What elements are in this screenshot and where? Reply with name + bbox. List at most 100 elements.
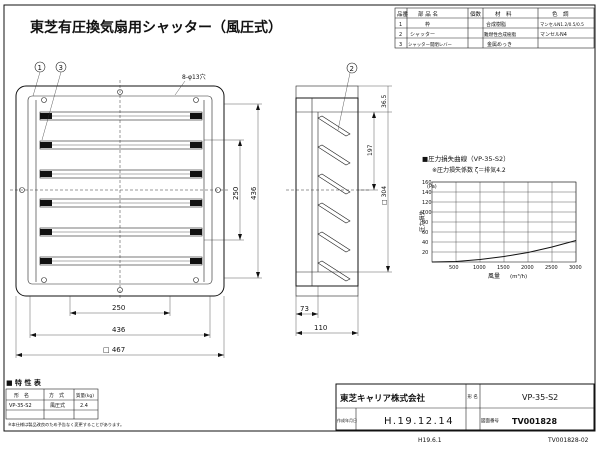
chart-x-tick: 3000 — [569, 265, 582, 271]
drawing-number-label: 図面番号 — [481, 417, 499, 424]
side-blade — [317, 231, 351, 253]
chart-series — [431, 240, 577, 263]
front-view: 1 3 8-φ13穴 436 250 250 — [10, 61, 262, 358]
chart-x-label: 風量 — [488, 273, 500, 280]
mounting-hole — [41, 277, 47, 283]
dim-front-height: 436 — [250, 186, 258, 200]
chart-y-tick: 80 — [422, 220, 428, 226]
parts-header-qty: 個数 — [470, 10, 482, 18]
chart-y-tick: 100 — [422, 210, 432, 216]
side-frame — [295, 97, 359, 287]
louver-hinge — [190, 258, 202, 264]
chart-x-tick: 2500 — [545, 265, 558, 271]
parts-row-1-material: 合成樹脂 — [486, 21, 506, 28]
louver-hinge — [40, 229, 52, 235]
side-view: 2 36.5 197 □ 304 73 110 — [286, 62, 392, 336]
spec-row-model: VP-35-S2 — [9, 403, 32, 409]
parts-row-3-material: 金属めっき — [487, 41, 512, 48]
side-blade — [317, 202, 351, 224]
dim-side-height: □ 304 — [381, 186, 388, 205]
side-blade — [317, 144, 351, 166]
model-name: VP-35-S2 — [522, 393, 558, 402]
company-name: 東芝キャリア株式会社 — [340, 393, 426, 404]
chart-grid — [431, 181, 577, 263]
parts-header-no: 品番 — [397, 11, 409, 18]
louver-hinge — [190, 229, 202, 235]
title-block: 東芝キャリア株式会社 形 名 VP-35-S2 作成年月日 H.19.12.14… — [335, 383, 595, 431]
holes-note: 8-φ13穴 — [182, 73, 206, 81]
chart-subtitle: ※圧力損失係数 ζ＝排気4.2 — [432, 166, 506, 174]
spec-note: ※本仕様は製品改良のため予告なく変更することがあります。 — [8, 421, 124, 428]
creation-date: H.19.12.14 — [384, 416, 454, 427]
dim-front-inner-height: 250 — [232, 187, 240, 200]
parts-header-color: 色 調 — [552, 10, 569, 18]
parts-row-2-no: 2 — [399, 32, 402, 38]
spec-table: ■ 特 性 表 形 名 方 式 質量(kg) VP-35-S2 風圧式 2.4 … — [5, 378, 124, 428]
dim-front-outer: □ 467 — [103, 346, 125, 354]
parts-table: 品番 部 品 名 個数 材 料 色 調 1 枠 合成樹脂 マンセルN1.2/0.… — [394, 7, 595, 49]
spec-header-mass: 質量(kg) — [76, 392, 94, 399]
shutter-louvers — [39, 111, 203, 266]
mounting-hole — [193, 97, 199, 103]
spec-title: ■ 特 性 表 — [6, 378, 42, 387]
sheet-border — [3, 4, 596, 432]
parts-row-2-color: マンセルN4 — [540, 32, 567, 38]
chart-series-line — [431, 240, 577, 263]
side-blade — [317, 173, 351, 195]
parts-row-2-material: 難燃性合成樹脂 — [484, 31, 517, 38]
chart-y-tick: 120 — [422, 200, 432, 206]
chart-x-tick: 500 — [449, 265, 459, 271]
parts-row-3-no: 3 — [399, 42, 402, 48]
louver-hinge — [190, 113, 202, 119]
chart-x-tick: 2000 — [521, 265, 534, 271]
spec-header-type: 方 式 — [49, 392, 64, 399]
chart-x-tick: 1000 — [473, 265, 486, 271]
callout-2 — [346, 62, 358, 74]
side-blades — [317, 115, 351, 282]
parts-row-1-no: 1 — [399, 22, 402, 28]
model-label: 形 名 — [468, 393, 478, 400]
chart-y-tick: 160 — [422, 180, 432, 186]
date-label: 作成年月日 — [337, 417, 357, 423]
louver-hinge — [40, 171, 52, 177]
chart-x-unit: (m³/h) — [510, 273, 527, 280]
parts-row-1-name: 枠 — [425, 21, 430, 28]
parts-row-3-name: シャッター開閉レバー — [408, 41, 452, 48]
louver-hinge — [40, 200, 52, 206]
drawing-title: 東芝有圧換気扇用シャッター（風圧式） — [30, 19, 282, 36]
parts-row-1-color: マンセルN1.2/0.5/0.5 — [540, 22, 584, 28]
drawing-number: TV001828 — [512, 417, 557, 426]
side-blade — [317, 260, 351, 282]
dim-side-depth-b: 110 — [314, 324, 327, 332]
louver-hinge — [190, 142, 202, 148]
parts-row-2-name: シャッター — [410, 31, 435, 38]
dim-front-width: 436 — [112, 326, 126, 334]
mounting-hole — [117, 89, 123, 95]
chart-y-tick: 140 — [422, 190, 432, 196]
spec-row-mass: 2.4 — [80, 403, 88, 409]
dim-side-top: 36.5 — [381, 94, 388, 108]
chart-x-tick: 1500 — [497, 265, 510, 271]
louver-hinge — [40, 113, 52, 119]
louver-hinge — [40, 142, 52, 148]
dim-front-inner-width: 250 — [112, 304, 125, 312]
dim-side-depth-a: 73 — [300, 305, 309, 313]
chart-y-tick: 60 — [422, 230, 428, 236]
mounting-holes — [19, 89, 221, 293]
dim-side-mid: 197 — [367, 144, 374, 156]
louver-hinge — [190, 200, 202, 206]
parts-header-material: 材 料 — [495, 10, 512, 18]
mounting-hole — [41, 97, 47, 103]
pressure-loss-chart: ■圧力損失曲線（VP-35-S2） ※圧力損失係数 ζ＝排気4.2 (Pa) 圧… — [418, 154, 582, 280]
mounting-hole — [193, 277, 199, 283]
louver-hinge — [190, 171, 202, 177]
footer-date: H19.6.1 — [418, 437, 442, 444]
callout-3-label: 3 — [59, 64, 63, 72]
callout-1-label: 1 — [38, 64, 42, 72]
mounting-hole — [19, 187, 25, 193]
parts-header-name: 部 品 名 — [418, 10, 438, 18]
spec-header-model: 形 名 — [14, 392, 29, 399]
